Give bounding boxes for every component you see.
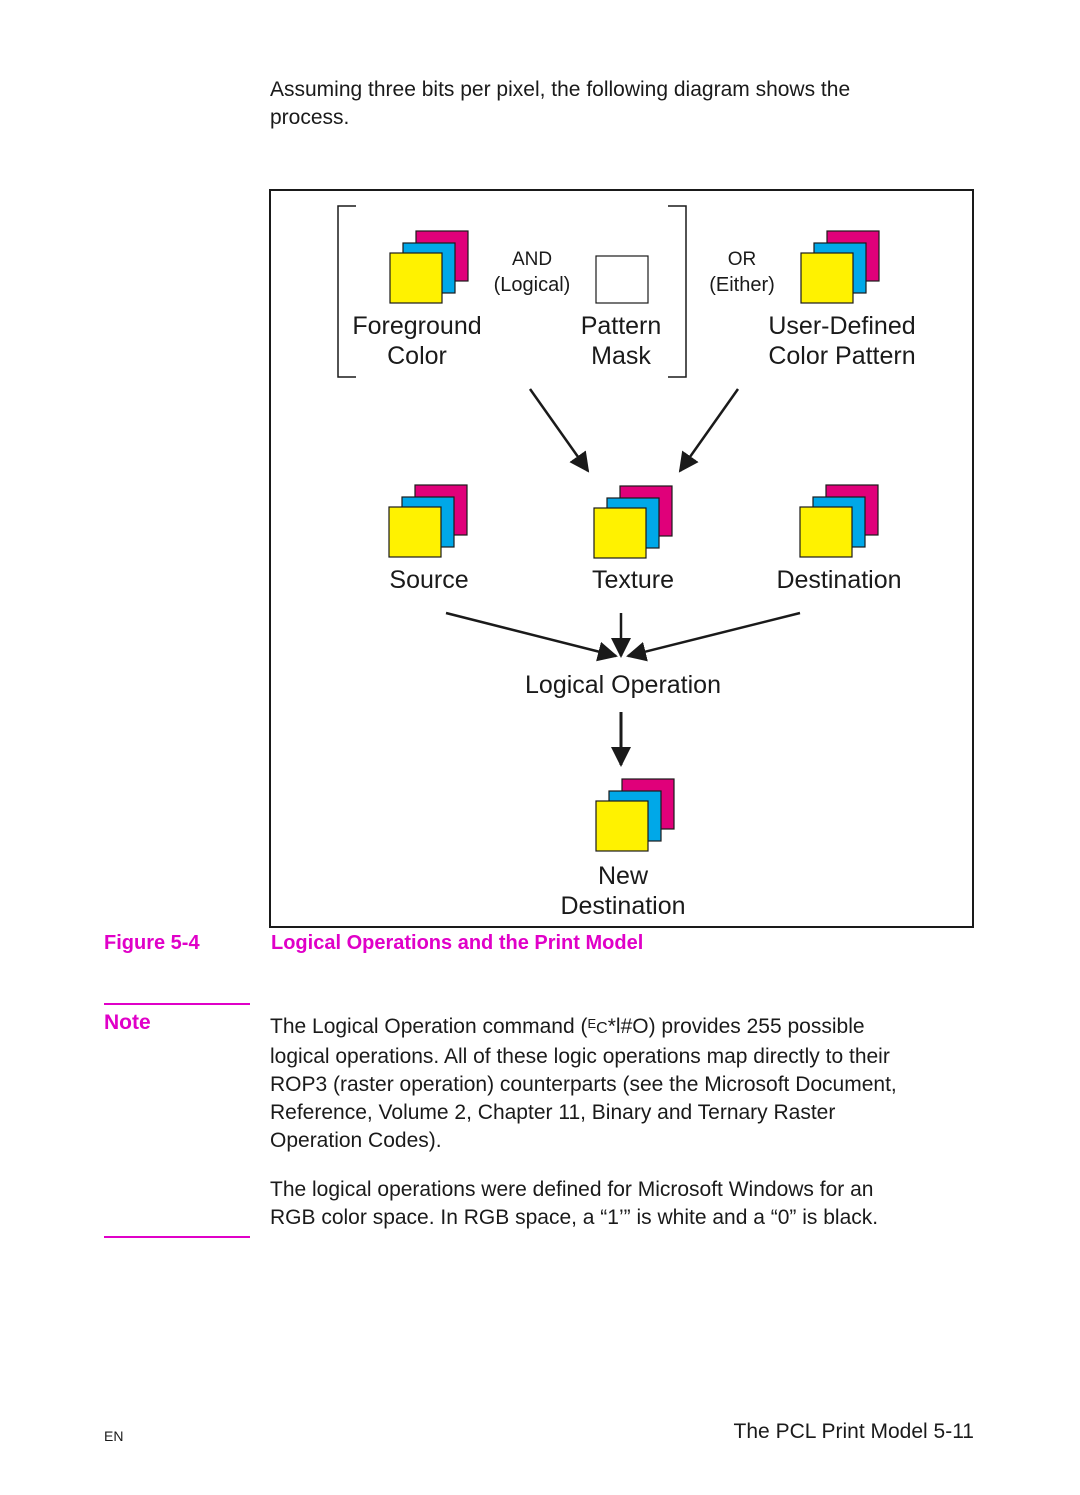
figure-caption: Logical Operations and the Print Model [271,932,644,954]
intro-line: process. [270,106,350,129]
user-defined-pattern-stack-icon [800,230,880,304]
destination-stack-icon [799,484,879,558]
source-label: Source [389,566,468,594]
right-bracket [668,205,687,378]
arrow-destination-to-operation [626,611,801,662]
pattern-label: Pattern [581,312,662,340]
user-defined-label: User-Defined [768,312,915,340]
color-label: Color [387,342,447,370]
or-label: OR [728,249,757,270]
note-bottom-rule [104,1236,250,1238]
new-destination-stack-icon [595,778,675,852]
footer-language: EN [104,1428,124,1444]
note-line: ROP3 (raster operation) counterparts (se… [270,1073,897,1096]
note-line: RGB color space. In RGB space, a “1’” is… [270,1206,879,1229]
note-line: logical operations. All of these logic o… [270,1045,890,1068]
yellow-plane [799,506,853,558]
logical-label: (Logical) [494,274,571,296]
yellow-plane [593,507,647,559]
new-label: New [598,862,649,890]
note-paragraph-1: The Logical Operation command (EC*l#O) p… [270,1010,970,1155]
arrow-pattern-to-texture [678,388,740,473]
escape-e: E [587,1016,597,1031]
texture-label: Texture [592,566,674,594]
intro-line: Assuming three bits per pixel, the follo… [270,78,851,101]
yellow-plane [388,506,442,558]
logical-operation-label: Logical Operation [525,671,721,699]
destination-label: Destination [776,566,901,594]
new-destination-label: Destination [560,892,685,920]
diagram-frame [269,189,974,928]
arrow-mask-to-texture [528,388,590,473]
texture-stack-icon [593,485,673,559]
mask-label: Mask [591,342,651,370]
intro-paragraph: Assuming three bits per pixel, the follo… [270,76,950,132]
note-paragraph-2: The logical operations were defined for … [270,1176,970,1232]
pattern-mask-box [595,255,649,304]
yellow-plane [595,800,649,852]
source-stack-icon [388,484,468,558]
foreground-color-stack-icon [389,230,469,304]
note-label: Note [104,1011,151,1034]
figure-number: Figure 5-4 [104,932,200,954]
note-line: The Logical Operation command (EC*l#O) p… [270,1010,970,1043]
yellow-plane [800,252,854,304]
note-line: The logical operations were defined for … [270,1178,874,1201]
either-label: (Either) [709,274,775,296]
note-line: Operation Codes). [270,1129,442,1152]
arrow-source-to-operation [445,611,618,662]
color-pattern-label: Color Pattern [768,342,915,370]
footer-page-title: The PCL Print Model 5-11 [733,1420,974,1443]
yellow-plane [389,252,443,304]
left-bracket [337,205,356,378]
escape-c: C [596,1020,608,1037]
foreground-label: Foreground [352,312,481,340]
note-command: *l#O) provides 255 possible [607,1015,865,1038]
note-top-rule [104,1003,250,1005]
and-label: AND [512,249,552,270]
note-line: Reference, Volume 2, Chapter 11, Binary … [270,1101,836,1124]
note-text-fragment: The Logical Operation command ( [270,1015,588,1038]
